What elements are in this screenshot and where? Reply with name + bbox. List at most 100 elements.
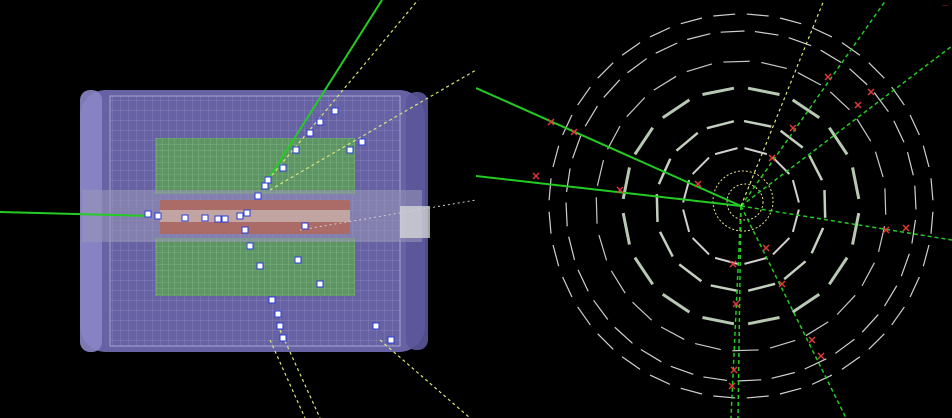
ring-segment — [610, 270, 626, 294]
ring-segment — [607, 125, 621, 150]
detector-side-view[interactable] — [0, 0, 476, 418]
hit-marker — [279, 164, 287, 172]
ring-segment — [703, 376, 728, 382]
hit-marker — [214, 215, 222, 223]
ring-segment — [744, 256, 768, 265]
ring-segment — [621, 212, 631, 245]
ring-segment — [861, 314, 879, 333]
ring-segment — [633, 256, 654, 286]
ring-segment — [849, 68, 868, 86]
ring-segment — [811, 27, 833, 38]
ring-segment — [596, 160, 605, 186]
ring-segment — [909, 276, 920, 298]
cross-marker — [728, 382, 736, 390]
ring-segment — [922, 145, 930, 168]
ring-segment — [691, 156, 710, 175]
ring-segment — [702, 86, 735, 96]
ring-segment — [810, 227, 825, 254]
ring-segment — [686, 63, 713, 73]
ring-segment — [562, 276, 573, 298]
ring-segment — [808, 154, 824, 181]
hit-marker — [316, 118, 324, 126]
cross-marker — [778, 280, 786, 288]
ring-segment — [823, 190, 827, 218]
ring-segment — [626, 97, 646, 118]
ring-segment — [791, 98, 821, 119]
cross-marker — [882, 226, 890, 234]
ring-segment — [779, 129, 804, 149]
ring-segment — [640, 349, 662, 363]
ring-segment — [702, 316, 735, 326]
ring-segment — [779, 387, 802, 395]
ring-segment — [633, 126, 654, 156]
ring-segment — [577, 269, 589, 292]
ring-segment — [851, 212, 861, 245]
ring-segment — [836, 294, 856, 315]
ring-segment — [797, 72, 822, 86]
ring-segment — [584, 105, 598, 127]
cross-marker — [854, 101, 862, 109]
ring-segment — [820, 49, 842, 63]
hit-marker — [306, 129, 314, 137]
ring-segment — [706, 120, 735, 130]
ring-segment — [772, 237, 791, 256]
ring-segment — [723, 60, 750, 63]
ring-segment — [691, 237, 710, 256]
side-view-canvas[interactable] — [0, 0, 476, 418]
hit-marker — [236, 212, 244, 220]
ring-segment — [900, 253, 910, 277]
cross-marker — [867, 88, 875, 96]
hit-marker — [372, 322, 380, 330]
ring-segment — [577, 306, 591, 326]
track-line — [737, 205, 742, 418]
hit-marker — [292, 146, 300, 154]
ring-segment — [603, 79, 621, 98]
ring-segment — [658, 231, 674, 258]
ring-segment — [548, 178, 552, 201]
ring-segment — [710, 284, 739, 293]
cross-marker — [532, 172, 540, 180]
cross-marker — [817, 352, 825, 360]
ring-segment — [565, 202, 568, 227]
ring-segment — [649, 374, 671, 385]
ring-segment — [562, 114, 573, 136]
hit-marker — [301, 222, 309, 230]
track-line — [476, 175, 742, 207]
hit-marker — [331, 107, 339, 115]
ring-segment — [771, 371, 795, 379]
track-line — [730, 205, 742, 418]
track-line — [740, 45, 952, 207]
hit-marker — [294, 256, 302, 264]
track-line — [740, 0, 825, 207]
ring-segment — [743, 119, 772, 128]
ring-segment — [779, 17, 802, 25]
track-line — [269, 69, 476, 191]
ring-segment — [572, 135, 582, 159]
end-view-canvas[interactable] — [476, 0, 952, 418]
hit-marker — [274, 310, 282, 318]
track-line — [269, 339, 306, 418]
hit-marker — [268, 296, 276, 304]
ring-segment — [877, 226, 886, 252]
ring-segment — [632, 301, 653, 321]
hit-marker — [144, 210, 152, 218]
ring-segment — [653, 75, 677, 91]
hit-marker — [316, 280, 324, 288]
calorimeter-top — [155, 138, 355, 194]
cross-marker — [824, 73, 832, 81]
ring-segment — [746, 13, 769, 17]
detector-end-view[interactable]: — — [476, 0, 952, 418]
ring-segment — [597, 333, 614, 350]
ring-segment — [874, 151, 884, 178]
ring-segment — [695, 342, 721, 351]
ring-segment — [687, 33, 711, 41]
inner-tracker-ring — [712, 170, 774, 232]
ring-segment — [680, 17, 703, 25]
hit-marker — [261, 182, 269, 190]
cross-marker — [730, 366, 738, 374]
cross-marker — [789, 124, 797, 132]
end-tracks — [476, 0, 952, 418]
ring-segment — [834, 338, 855, 354]
hit-marker — [256, 262, 264, 270]
ring-segment — [747, 86, 780, 96]
